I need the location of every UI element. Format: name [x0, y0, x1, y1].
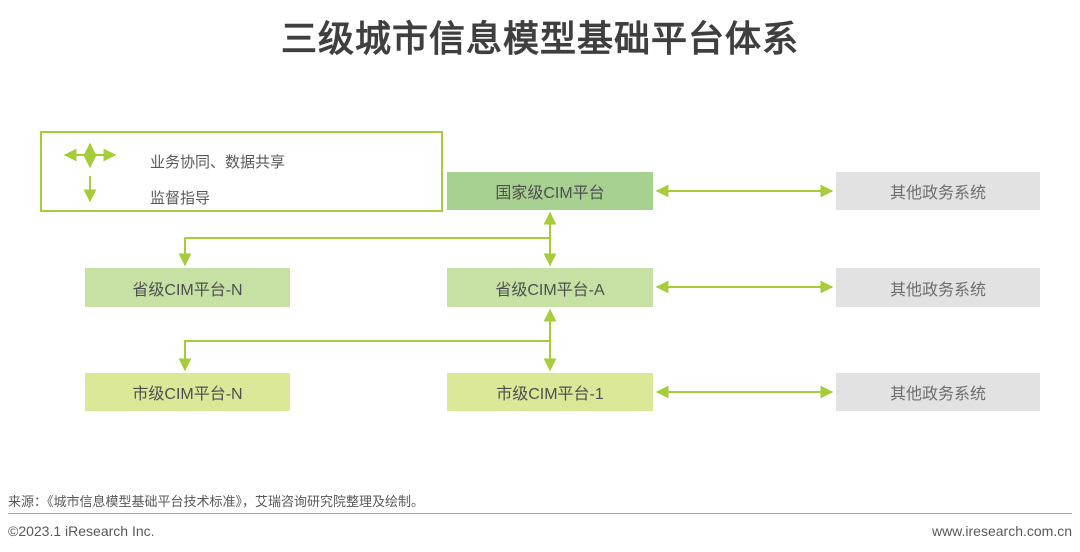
node-city-cim-platform-n: 市级CIM平台-N [85, 373, 290, 411]
node-city-cim-platform-1: 市级CIM平台-1 [447, 373, 653, 411]
node-provincial-cim-platform-n: 省级CIM平台-N [85, 268, 290, 307]
node-other-gov-systems-3: 其他政务系统 [836, 373, 1040, 411]
arrow-branch-city-n [178, 340, 550, 372]
legend-box: 业务协同、数据共享 监督指导 [40, 131, 443, 212]
website-url: www.iresearch.com.cn [931, 523, 1072, 539]
page-title: 三级城市信息模型基础平台体系 [280, 18, 799, 59]
node-other-gov-systems-1: 其他政务系统 [836, 172, 1040, 210]
arrow-branch-provincial-n [178, 237, 550, 267]
copyright-text: ©2023.1 iResearch Inc. [8, 523, 155, 539]
node-provincial-cim-platform-a: 省级CIM平台-A [447, 268, 653, 307]
source-note: 来源：《城市信息模型基础平台技术标准》，艾瑞咨询研究院整理及绘制。 [8, 494, 425, 509]
legend-label-supervision: 监督指导 [150, 190, 211, 207]
footer-divider [8, 513, 1072, 514]
node-other-gov-systems-2: 其他政务系统 [836, 268, 1040, 307]
node-national-cim-platform: 国家级CIM平台 [447, 172, 653, 210]
legend-label-collaboration: 业务协同、数据共享 [150, 154, 286, 171]
